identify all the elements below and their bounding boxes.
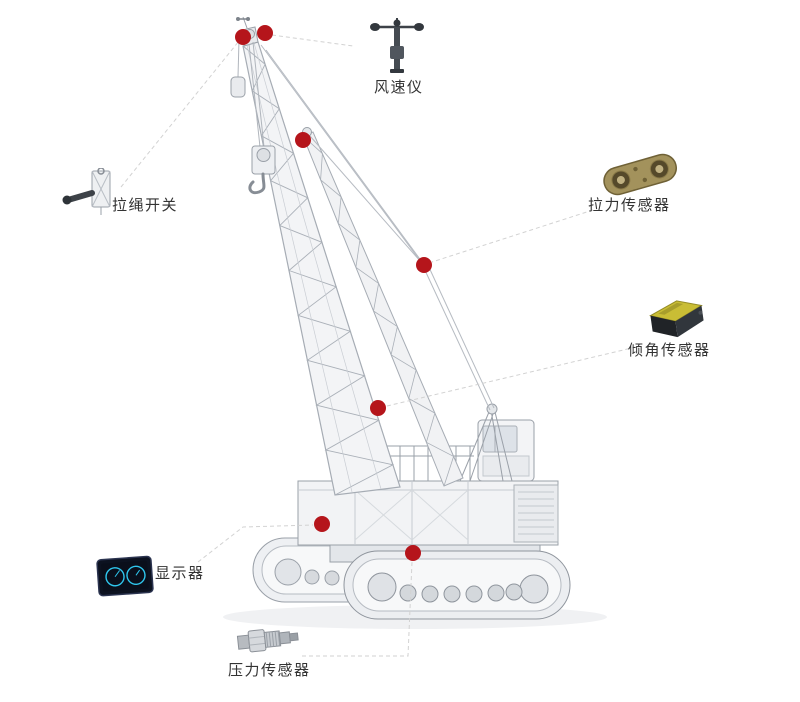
pressure-sensor-icon bbox=[236, 629, 299, 653]
pull-rope-switch-icon bbox=[62, 168, 111, 215]
gantry-frame bbox=[459, 403, 513, 482]
label-anemometer: 风速仪 bbox=[374, 78, 424, 96]
crawler-track-front bbox=[343, 550, 571, 620]
pull-rope-switch-product-image bbox=[58, 168, 122, 216]
display-product-image bbox=[96, 554, 156, 598]
label-display: 显示器 bbox=[155, 564, 205, 582]
tension-sensor-icon bbox=[603, 153, 677, 196]
anemometer-product-image bbox=[368, 12, 428, 76]
tension-sensor-product-image bbox=[600, 148, 680, 200]
label-pull-rope-switch: 拉绳开关 bbox=[112, 196, 179, 214]
pressure-sensor-product-image bbox=[236, 620, 302, 660]
label-pressure-sensor: 压力传感器 bbox=[228, 661, 311, 679]
label-tension-sensor: 拉力传感器 bbox=[588, 196, 671, 214]
operator-cab bbox=[477, 419, 535, 482]
anemometer-icon bbox=[370, 18, 424, 73]
tilt-sensor-icon bbox=[649, 300, 704, 338]
display-icon bbox=[96, 555, 154, 597]
tilt-sensor-product-image bbox=[645, 292, 709, 344]
main-boom bbox=[242, 41, 401, 496]
label-tilt-sensor: 倾角传感器 bbox=[628, 341, 711, 359]
